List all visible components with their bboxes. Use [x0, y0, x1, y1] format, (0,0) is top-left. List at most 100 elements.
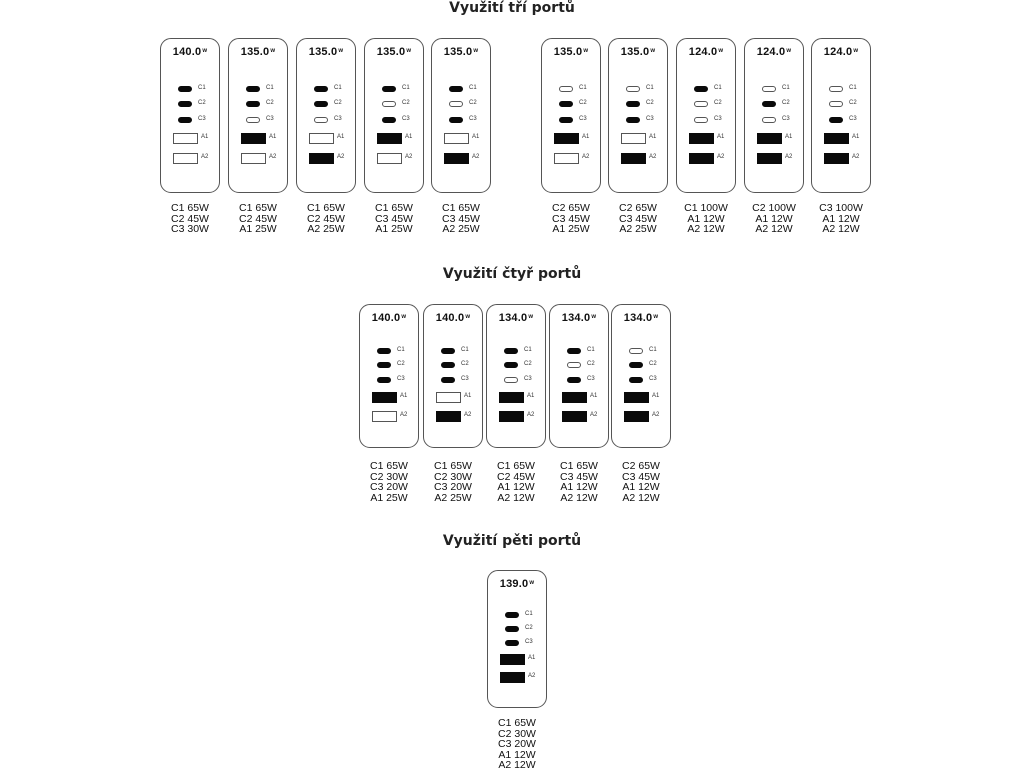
port-label: C1: [714, 85, 722, 91]
usb-c-port-c2: [377, 362, 391, 368]
port-label: A1: [337, 134, 345, 140]
usb-c-port-c3: [559, 117, 573, 123]
port-label: C1: [461, 347, 469, 353]
port-label: C1: [646, 85, 654, 91]
port-label: A2: [590, 412, 598, 418]
port-label: A1: [464, 393, 472, 399]
port-label: C1: [587, 347, 595, 353]
usb-c-port-c3: [762, 117, 776, 123]
port-label: A1: [852, 134, 860, 140]
port-label: A2: [464, 412, 472, 418]
port-label: A2: [582, 154, 590, 160]
port-label: A1: [405, 134, 413, 140]
usb-a-port-a2: [173, 153, 198, 164]
usb-c-port-c2: [314, 101, 328, 107]
port-label: C3: [649, 376, 657, 382]
caption-line: A1 12W: [560, 481, 598, 493]
caption-line: A1 12W: [622, 481, 660, 493]
usb-a-port-a1: [241, 133, 266, 144]
port-label: A1: [269, 134, 277, 140]
wattage-unit: w: [591, 314, 597, 320]
total-wattage: 124.0w: [677, 46, 735, 58]
usb-a-port-a2: [372, 411, 397, 422]
port-label: C2: [782, 100, 790, 106]
port-label: C3: [524, 376, 532, 382]
usb-c-port-c1: [567, 348, 581, 354]
port-label: C3: [782, 116, 790, 122]
usb-a-port-a1: [621, 133, 646, 144]
wattage-unit: w: [650, 48, 656, 54]
usb-a-port-a1: [824, 133, 849, 144]
wattage-unit: w: [202, 48, 208, 54]
total-wattage: 140.0w: [424, 312, 482, 324]
wattage-value: 134.0: [561, 312, 591, 324]
caption-line: C1 65W: [434, 460, 472, 472]
usb-c-port-c1: [694, 86, 708, 92]
port-label: C2: [524, 361, 532, 367]
port-label: C3: [397, 376, 405, 382]
usb-c-port-c3: [504, 377, 518, 383]
caption-line: A2 12W: [687, 223, 725, 235]
port-label: C2: [579, 100, 587, 106]
caption-line: A2 12W: [755, 223, 793, 235]
usb-c-port-c1: [829, 86, 843, 92]
wattage-unit: w: [465, 314, 471, 320]
usb-a-port-a2: [499, 411, 524, 422]
wattage-unit: w: [473, 48, 479, 54]
caption-line: A1 12W: [497, 481, 535, 493]
port-label: A2: [201, 154, 209, 160]
caption-line: C1 65W: [375, 202, 413, 214]
section-title: Využití čtyř portů: [442, 266, 582, 282]
caption-line: A1 12W: [822, 212, 860, 225]
caption-line: A1 12W: [687, 212, 725, 225]
usb-c-port-c1: [246, 86, 260, 92]
port-label: C1: [524, 347, 532, 353]
usb-a-port-a2: [554, 153, 579, 164]
usb-c-port-c3: [314, 117, 328, 123]
port-label: A2: [652, 412, 660, 418]
usb-a-port-a1: [757, 133, 782, 144]
usb-a-port-a2: [624, 411, 649, 422]
usb-c-port-c1: [505, 612, 519, 618]
caption-line: C1 65W: [497, 460, 535, 472]
wattage-value: 135.0: [308, 46, 338, 58]
section-title: Využití tří portů: [449, 0, 575, 16]
caption-line: A2 25W: [619, 223, 657, 235]
total-wattage: 135.0w: [365, 46, 423, 58]
usb-c-port-c3: [629, 377, 643, 383]
usb-c-port-c2: [829, 101, 843, 107]
caption-line: C1 100W: [684, 202, 728, 214]
usb-c-port-c3: [441, 377, 455, 383]
port-label: C2: [469, 100, 477, 106]
port-label: C1: [849, 85, 857, 91]
usb-c-port-c1: [382, 86, 396, 92]
port-label: A2: [337, 154, 345, 160]
caption-line: A2 12W: [498, 759, 536, 771]
port-label: C2: [461, 361, 469, 367]
port-label: C2: [849, 100, 857, 106]
port-label: C3: [849, 116, 857, 122]
caption-line: C3 20W: [370, 481, 408, 493]
caption-line: C2 65W: [622, 460, 660, 472]
section-title: Využití pěti portů: [442, 533, 582, 549]
usb-a-port-a2: [241, 153, 266, 164]
usb-c-port-c1: [314, 86, 328, 92]
usb-a-port-a2: [444, 153, 469, 164]
port-label: C3: [402, 116, 410, 122]
port-label: C1: [198, 85, 206, 91]
usb-c-port-c1: [626, 86, 640, 92]
usb-a-port-a1: [377, 133, 402, 144]
total-wattage: 135.0w: [432, 46, 490, 58]
port-label: A2: [527, 412, 535, 418]
usb-c-port-c1: [441, 348, 455, 354]
caption-line: C3 45W: [560, 470, 598, 483]
caption-line: C3 45W: [375, 212, 413, 225]
port-label: C3: [525, 639, 533, 645]
wattage-unit: w: [338, 48, 344, 54]
